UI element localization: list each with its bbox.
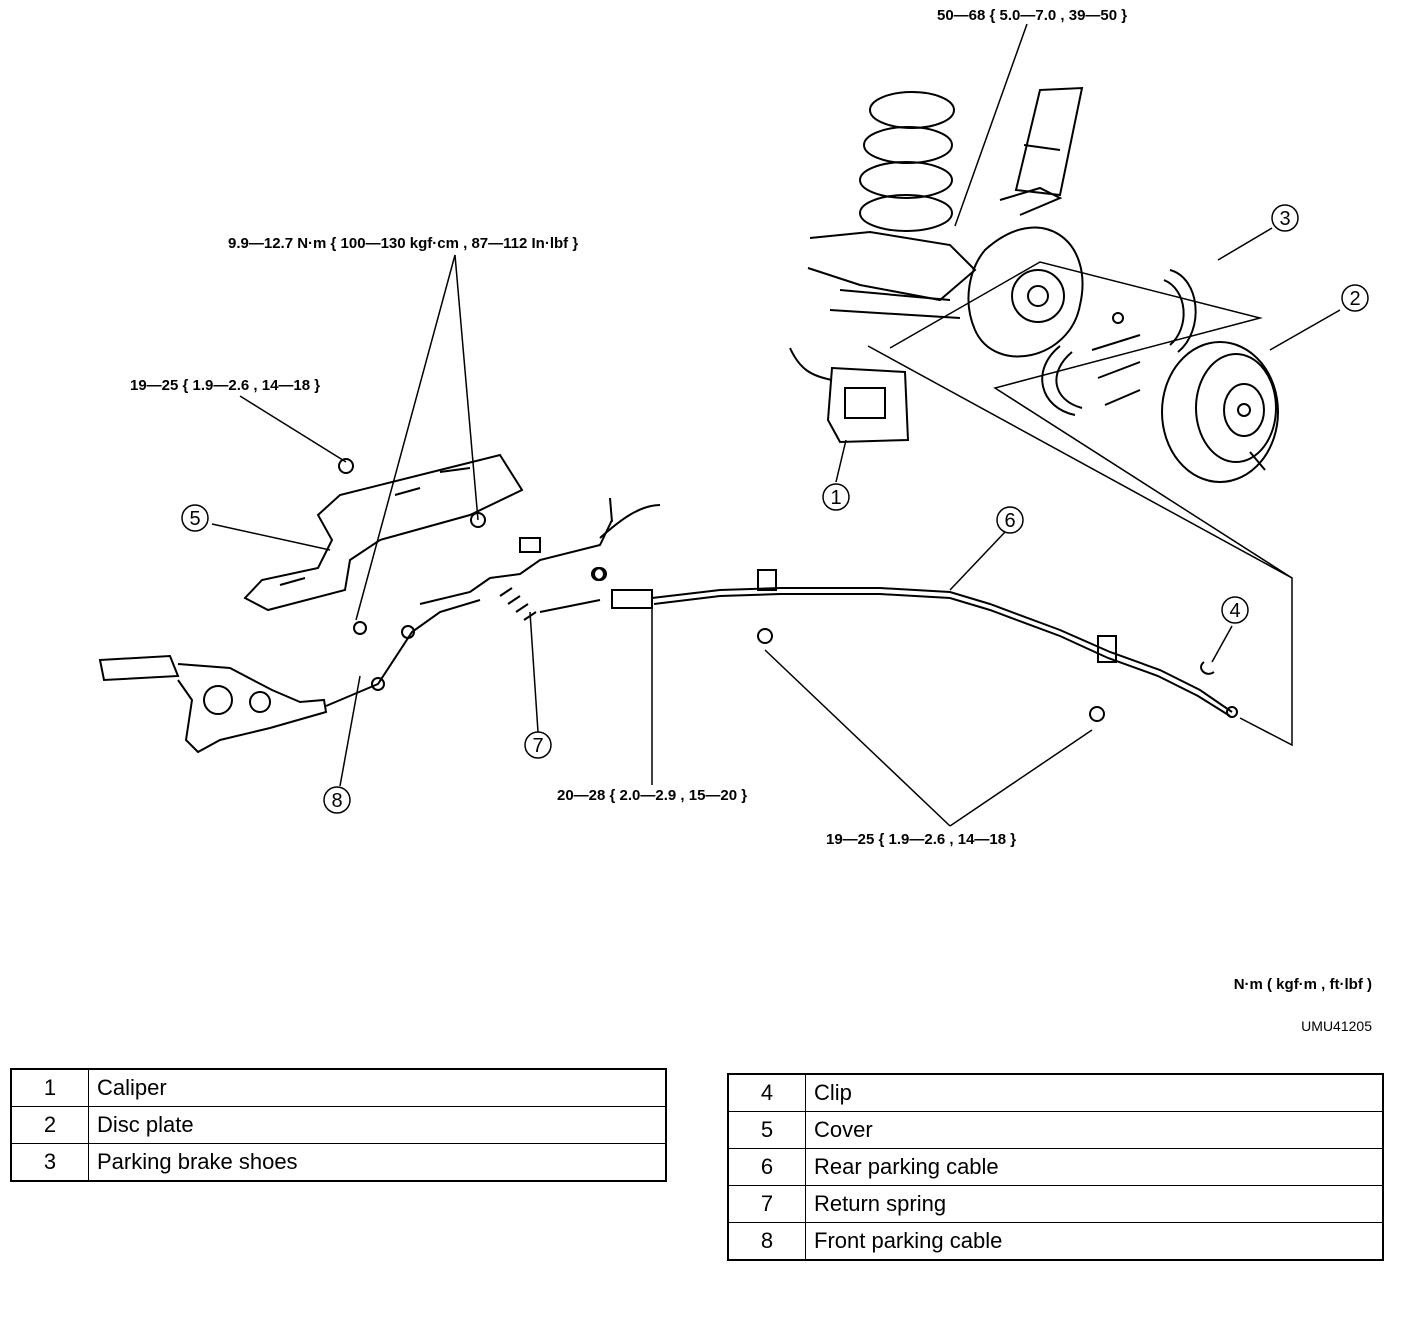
suspension-link <box>829 289 961 319</box>
legend-row: 7 Return spring <box>727 1185 1384 1223</box>
legend-row: 2 Disc plate <box>10 1106 667 1144</box>
legend-row: 3 Parking brake shoes <box>10 1143 667 1182</box>
legend-table-right: 4 Clip 5 Cover 6 Rear parking cable 7 Re… <box>727 1073 1384 1261</box>
torque-caliper-bolt: 50—68 { 5.0—7.0 , 39—50 } <box>937 7 1127 24</box>
callout-numbers: 1 2 3 4 5 6 7 8 <box>189 208 1360 812</box>
callout-circle-8 <box>323 786 351 814</box>
parking-brake-lever-drawing <box>98 654 328 754</box>
torque-lever-bolt: 19—25 { 1.9—2.6 , 14—18 } <box>130 377 320 394</box>
coil-spring <box>859 91 955 232</box>
callout-number-7: 7 <box>532 735 543 757</box>
callout-number-2: 2 <box>1349 288 1360 310</box>
legend-number: 8 <box>727 1222 806 1261</box>
legend-name: Front parking cable <box>805 1222 1384 1261</box>
legend-name: Return spring <box>805 1185 1384 1223</box>
dust-shield <box>967 226 1084 358</box>
cover-drawing <box>243 453 524 612</box>
legend-name: Rear parking cable <box>805 1148 1384 1186</box>
legend-name: Caliper <box>88 1068 667 1107</box>
legend-number: 4 <box>727 1073 806 1112</box>
callout-number-8: 8 <box>331 790 342 812</box>
clip-drawing <box>1200 661 1215 675</box>
disc-plate-drawing <box>1161 341 1279 483</box>
legend-number: 7 <box>727 1185 806 1223</box>
legend-row: 5 Cover <box>727 1111 1384 1149</box>
component-drawing <box>98 86 1279 754</box>
parking-brake-exploded-diagram: 50—68 { 5.0—7.0 , 39—50 } 9.9—12.7 N·m {… <box>98 7 1369 848</box>
callout-number-3: 3 <box>1279 208 1290 230</box>
units-note: N·m ( kgf·m , ft·lbf ) <box>1233 976 1372 993</box>
caliper-drawing <box>789 347 910 444</box>
callout-number-4: 4 <box>1229 600 1240 622</box>
callout-circle-6 <box>996 506 1024 534</box>
legend-number: 1 <box>10 1068 89 1107</box>
shock-absorber <box>1014 86 1084 197</box>
torque-cover-nuts: 9.9—12.7 N·m { 100—130 kgf·cm , 87—112 I… <box>228 235 578 252</box>
suspension-arm <box>807 230 977 302</box>
legend-row: 6 Rear parking cable <box>727 1148 1384 1186</box>
callout-circle-2 <box>1341 284 1369 312</box>
callout-circle-7 <box>524 731 552 759</box>
rear-cable-drawing <box>539 567 1238 722</box>
legend-name: Parking brake shoes <box>88 1143 667 1182</box>
leader-lines <box>211 23 1341 827</box>
legend-name: Clip <box>805 1073 1384 1112</box>
legend-number: 5 <box>727 1111 806 1149</box>
front-cable-drawing <box>325 599 481 707</box>
legend-name: Disc plate <box>88 1106 667 1144</box>
figure-id: UMU41205 <box>1301 1018 1372 1034</box>
callout-number-5: 5 <box>189 508 200 530</box>
knuckle-hub <box>1011 269 1065 323</box>
torque-adjuster-nut: 20—28 { 2.0—2.9 , 15—20 } <box>557 787 747 804</box>
legend-table-left: 1 Caliper 2 Disc plate 3 Parking brake s… <box>10 1068 667 1182</box>
legend-number: 2 <box>10 1106 89 1144</box>
callout-number-1: 1 <box>830 487 841 509</box>
legend-row: 1 Caliper <box>10 1068 667 1107</box>
legend-number: 3 <box>10 1143 89 1182</box>
legend-row: 4 Clip <box>727 1073 1384 1112</box>
callouts <box>181 204 1369 814</box>
callout-circle-3 <box>1271 204 1299 232</box>
callout-circle-4 <box>1221 596 1249 624</box>
legend-row: 8 Front parking cable <box>727 1222 1384 1261</box>
legend-name: Cover <box>805 1111 1384 1149</box>
legend-number: 6 <box>727 1148 806 1186</box>
brake-shoes-drawing <box>1041 269 1197 416</box>
torque-cable-bracket-bolts: 19—25 { 1.9—2.6 , 14—18 } <box>826 831 1016 848</box>
callout-number-6: 6 <box>1004 510 1015 532</box>
callout-circle-5 <box>181 504 209 532</box>
callout-circle-1 <box>822 483 850 511</box>
equalizer-drawing <box>419 497 661 621</box>
